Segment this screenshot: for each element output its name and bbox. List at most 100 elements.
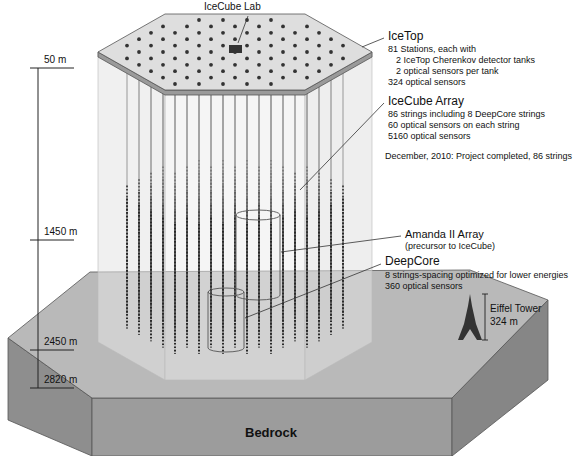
string-cable [127,58,128,328]
ice-left-face [98,52,165,380]
lab-building [229,45,242,53]
string-cable [343,58,344,328]
icetop-station [305,37,309,41]
detector-string [211,78,212,348]
optical-sensors [186,218,188,348]
icetop-station [161,37,165,41]
cylinder-bottom [236,295,280,300]
icetop-station [305,63,309,67]
string-cable [211,78,212,348]
height-bracket [482,294,488,340]
icetop-station [341,57,345,61]
icetop-station [125,44,129,48]
detector-string [319,71,320,341]
string-cable [139,65,140,335]
icetop-station [221,44,225,48]
icetop-station [293,31,297,35]
icetop-station [221,82,225,86]
eiffel-tower [458,294,482,340]
icetop-station [245,44,249,48]
optical-sensors [222,224,224,354]
scale-line [38,68,39,388]
scale-tick [30,68,74,69]
ice-right-face [305,52,372,380]
optical-sensors [162,218,164,348]
icetop-station [269,44,273,48]
icetop-station [293,44,297,48]
annotation-text: December, 2010: Project completed, 86 st… [385,151,572,161]
icetop-station [221,31,225,35]
icetop-station [281,37,285,41]
detector-string [331,65,332,335]
optical-sensors [138,205,140,335]
string-cable [259,78,260,348]
optical-sensors [318,211,320,341]
icetop-station [197,69,201,73]
icetop-station [257,63,261,67]
string-cable [199,84,200,354]
surface-plate [98,14,372,90]
string-cable [223,84,224,354]
annotation-text: Bedrock [245,426,297,441]
icetop-station [221,57,225,61]
leader-lines [238,16,401,318]
icetop-station [197,57,201,61]
icetop-station [233,37,237,41]
icetop-station [209,25,213,29]
detector-string [175,84,176,354]
annotation-text: 60 optical sensors on each string [388,120,520,130]
annotation-text: 8 strings-spacing optimized for lower en… [385,270,568,280]
icetop-station [149,44,153,48]
icetop-station [161,76,165,80]
optical-sensors [330,205,332,335]
icetop-station [305,25,309,29]
icetop-station [197,82,201,86]
icetop-station [305,76,309,80]
icetop-station [245,57,249,61]
icetop-station [317,44,321,48]
annotation-text: 2 optical sensors per tank [396,66,499,76]
annotation-text: 324 optical sensors [388,77,466,87]
cylinder-side [244,292,245,348]
icetop-station [293,69,297,73]
icetop-station [269,31,273,35]
annotation-text: 360 optical sensors [385,281,463,291]
cylinder-side [208,292,209,348]
detector-string [235,78,236,348]
icetop-station [209,37,213,41]
icetop-station [281,25,285,29]
detector-string [343,58,344,328]
icetop-station [197,44,201,48]
icetop-station [221,69,225,73]
annotation-text: DeepCore [385,255,440,269]
icetop-station [245,69,249,73]
icetop-station [173,44,177,48]
optical-sensors [150,211,152,341]
annotation-text: 2 IceTop Cherenkov detector tanks [396,55,535,65]
icetop-station [209,50,213,54]
optical-sensors [282,218,284,348]
icetop-station [257,25,261,29]
icetop-stations [125,18,345,86]
icetop-station [245,31,249,35]
icetop-station [233,76,237,80]
icetop-station [329,63,333,67]
scale-tick [30,240,74,241]
icetop-station [317,69,321,73]
optical-sensors [174,224,176,354]
scale-tick [30,388,74,389]
icetop-station [173,82,177,86]
detector-string [187,78,188,348]
cylinder-bottom [208,348,244,352]
annotation-text: IceCube Array [388,95,464,109]
annotation-text: 81 Stations, each with [388,44,476,54]
leader-line [300,103,384,190]
string-cable [331,65,332,335]
optical-sensors [306,218,308,348]
annotation-text: 2450 m [44,336,77,348]
icetop-station [137,63,141,67]
optical-sensors [270,224,272,354]
icetop-station [317,57,321,61]
cylinder-top [236,210,280,220]
